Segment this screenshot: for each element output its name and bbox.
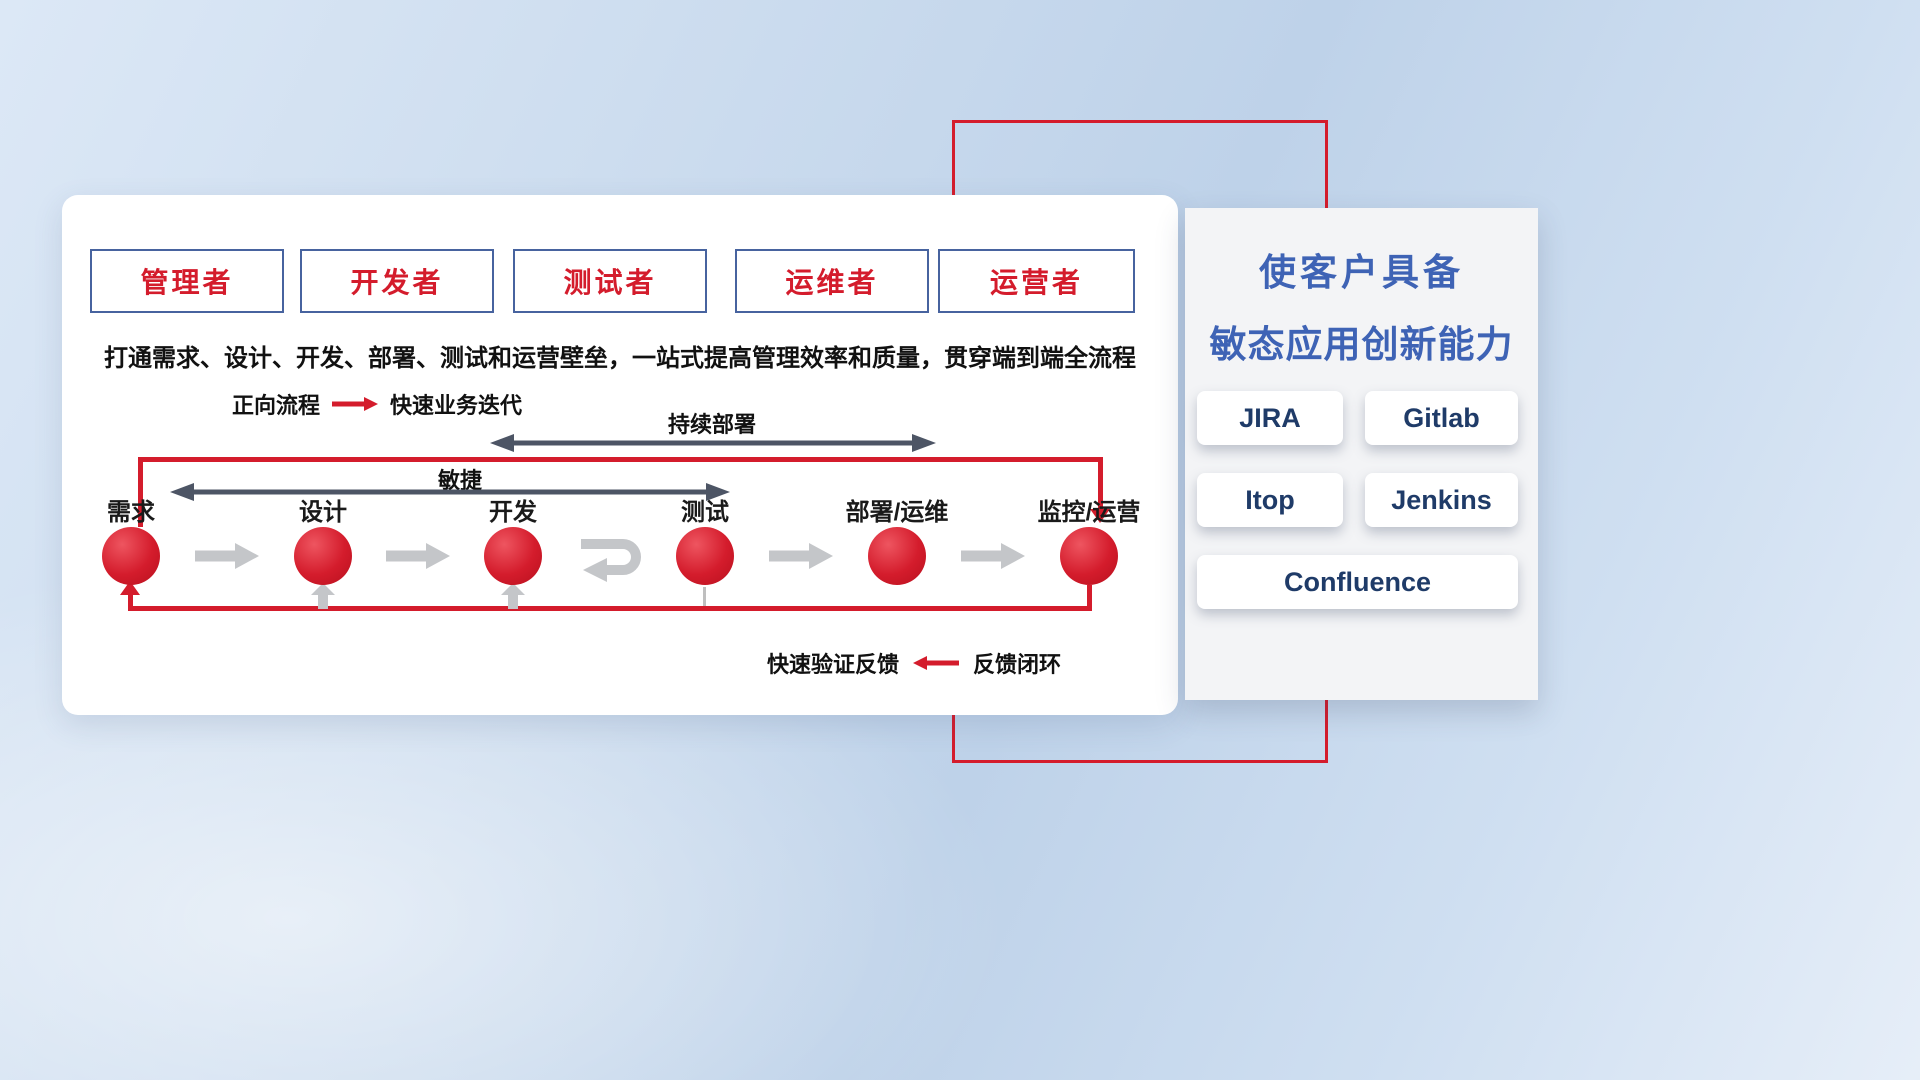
forward-legend-desc: 快速业务迭代 (390, 393, 523, 418)
tool-label: Confluence (1283, 566, 1431, 597)
forward-legend: 正向流程 快速业务迭代 (232, 388, 522, 420)
stage-label-development: 开发 (489, 499, 537, 526)
feedback-loop-line (1087, 585, 1092, 610)
forward-loop-arrowhead-icon (1090, 509, 1110, 523)
tool-label: Itop (1245, 484, 1295, 515)
feedback-loop-line (128, 594, 133, 608)
stage-node-monitor-operate (1060, 527, 1118, 585)
devops-workflow-panel: 管理者 开发者 测试者 运维者 运营者 打通需求、设计、开发、部署、测试和运营壁… (62, 195, 1178, 715)
stage-label-requirements: 需求 (107, 499, 155, 526)
forward-loop-line (1098, 457, 1103, 509)
continuous-deployment-double-arrow-icon (490, 434, 936, 452)
tool-badge-jenkins: Jenkins (1365, 473, 1518, 527)
forward-arrow-icon (332, 397, 379, 411)
agile-label: 敏捷 (437, 468, 482, 493)
stage-label-testing: 测试 (681, 499, 729, 526)
role-label: 测试者 (563, 267, 657, 298)
tool-badge-gitlab: Gitlab (1365, 391, 1518, 445)
feedback-legend: 快速验证反馈 反馈闭环 (767, 647, 1061, 679)
feedback-up-arrow-icon (501, 583, 525, 609)
iteration-loop-icon (581, 539, 641, 582)
feedback-arrow-icon (913, 656, 960, 670)
tool-label: JIRA (1239, 402, 1301, 433)
tool-badge-confluence: Confluence (1197, 555, 1518, 609)
role-box-tester: 测试者 (513, 249, 707, 313)
capability-panel: 使客户具备 敏态应用创新能力 JIRA Gitlab Itop Jenkins … (1185, 208, 1538, 700)
flow-arrow-icon (961, 543, 1025, 569)
feedback-up-arrow-icon (311, 583, 335, 609)
stage-label-deploy-ops: 部署/运维 (845, 499, 949, 526)
role-label: 开发者 (350, 267, 444, 298)
flow-arrow-icon (195, 543, 259, 569)
role-box-manager: 管理者 (90, 249, 284, 313)
testing-feedback-connector-line (703, 587, 706, 609)
panel-subtitle: 打通需求、设计、开发、部署、测试和运营壁垒，一站式提高管理效率和质量，贯穿端到端… (104, 345, 1136, 372)
forward-loop-line (138, 457, 1103, 462)
role-label: 运维者 (785, 267, 879, 298)
forward-legend-label: 正向流程 (232, 393, 321, 418)
capability-title-line1: 使客户具备 (1259, 252, 1464, 293)
flow-arrow-icon (386, 543, 450, 569)
capability-title-line2: 敏态应用创新能力 (1209, 324, 1514, 365)
forward-loop-line (138, 457, 143, 527)
role-label: 运营者 (989, 267, 1083, 298)
feedback-legend-desc: 反馈闭环 (973, 652, 1062, 677)
flow-arrow-icon (769, 543, 833, 569)
feedback-legend-label: 快速验证反馈 (767, 652, 900, 677)
role-box-ops: 运维者 (735, 249, 929, 313)
tool-badge-jira: JIRA (1197, 391, 1343, 445)
stage-label-monitor-operate: 监控/运营 (1037, 499, 1141, 526)
tool-badge-itop: Itop (1197, 473, 1343, 527)
role-box-operator: 运营者 (938, 249, 1135, 313)
feedback-loop-line (128, 606, 1092, 611)
continuous-deployment-label: 持续部署 (667, 412, 756, 437)
stage-node-deploy-ops (868, 527, 926, 585)
stage-node-development (484, 527, 542, 585)
agile-double-arrow-icon (170, 483, 730, 501)
tool-label: Jenkins (1391, 484, 1492, 515)
stage-label-design: 设计 (299, 499, 347, 526)
role-label: 管理者 (140, 267, 234, 298)
stage-node-requirements (102, 527, 160, 585)
stage-node-design (294, 527, 352, 585)
role-box-developer: 开发者 (300, 249, 494, 313)
tool-label: Gitlab (1403, 402, 1480, 433)
stage-node-testing (676, 527, 734, 585)
